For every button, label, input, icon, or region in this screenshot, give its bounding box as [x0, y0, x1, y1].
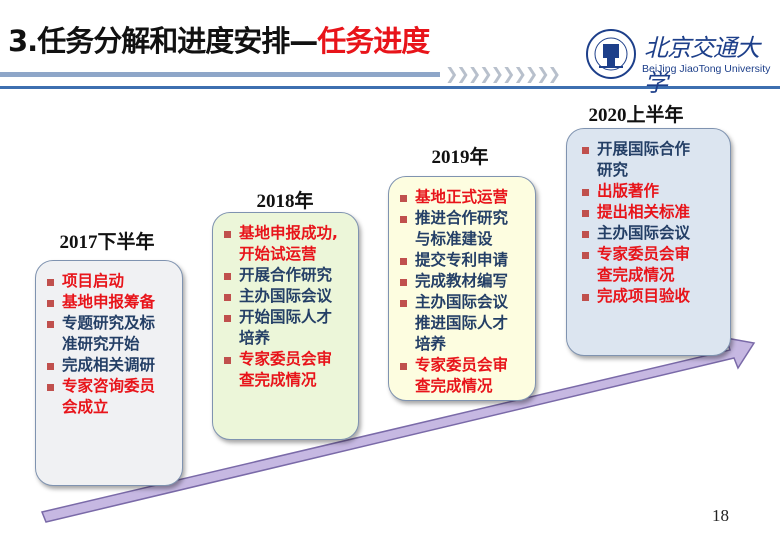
bullet-square-icon: [42, 271, 62, 292]
bullet-square-icon: [395, 271, 415, 292]
item-text: 开展国际合作 研究: [597, 140, 691, 179]
list-item: 主办国际会议: [395, 292, 529, 313]
list-item: 基地申报成功, 开始试运营: [219, 223, 352, 265]
item-text: 专家委员会审 查完成情况: [239, 350, 333, 389]
item-text: 提出相关标准: [597, 203, 691, 221]
list-item: 基地申报筹备: [42, 292, 176, 313]
university-seal-icon: [586, 29, 636, 79]
bullet-square-icon: [395, 313, 415, 355]
stage-box: 开展国际合作 研究出版著作提出相关标准主办国际会议专家委员会审 查完成情况完成项…: [566, 128, 731, 356]
stage-box: 基地申报成功, 开始试运营开展合作研究主办国际会议开始国际人才 培养专家委员会审…: [212, 212, 359, 440]
bullet-square-icon: [395, 208, 415, 250]
bullet-square-icon: [42, 355, 62, 376]
bullet-square-icon: [395, 355, 415, 397]
chevrons-decoration: ❯❯❯❯❯❯❯❯❯❯: [445, 64, 561, 83]
stage-year: 2019年: [431, 147, 489, 168]
stage-year: 2020上半年: [588, 105, 684, 126]
item-text: 专题研究及标 准研究开始: [62, 314, 156, 353]
list-item: 完成项目验收: [577, 286, 724, 307]
stage-year: 2018年: [256, 191, 314, 212]
bullet-square-icon: [42, 376, 62, 418]
list-item: 推进合作研究 与标准建设: [395, 208, 529, 250]
stage-year: 2017下半年: [59, 232, 155, 253]
bullet-square-icon: [42, 313, 62, 355]
item-text: 完成教材编写: [415, 272, 509, 290]
list-item: 开展国际合作 研究: [577, 139, 724, 181]
item-text: 主办国际会议: [597, 224, 691, 242]
item-text: 推进合作研究 与标准建设: [415, 209, 509, 248]
stage-box: 项目启动基地申报筹备专题研究及标 准研究开始完成相关调研专家咨询委员 会成立: [35, 260, 183, 486]
item-text: 完成项目验收: [597, 287, 691, 305]
item-text: 基地正式运营: [415, 188, 509, 206]
list-item: 推进国际人才 培养: [395, 313, 529, 355]
item-text: 提交专利申请: [415, 251, 509, 269]
item-text: 基地申报成功, 开始试运营: [239, 224, 338, 263]
page-number: 18: [712, 506, 729, 525]
list-item: 完成相关调研: [42, 355, 176, 376]
item-text: 基地申报筹备: [62, 293, 156, 311]
list-item: 主办国际会议: [577, 223, 724, 244]
bullet-square-icon: [577, 181, 597, 202]
list-item: 开展合作研究: [219, 265, 352, 286]
bullet-square-icon: [395, 250, 415, 271]
title-highlight: 任务进度: [317, 24, 430, 58]
university-name-en: BeiJing JiaoTong University: [642, 63, 771, 75]
university-name-cn: 北京交通大学: [644, 34, 760, 97]
item-text: 开始国际人才 培养: [239, 308, 333, 347]
bullet-square-icon: [577, 202, 597, 223]
list-item: 完成教材编写: [395, 271, 529, 292]
bullet-square-icon: [577, 244, 597, 286]
list-item: 出版著作: [577, 181, 724, 202]
item-text: 专家委员会审 查完成情况: [415, 356, 509, 395]
item-text: 开展合作研究: [239, 266, 333, 284]
list-item: 专家委员会审 查完成情况: [577, 244, 724, 286]
bullet-square-icon: [395, 292, 415, 313]
header-rule: [0, 86, 780, 89]
item-text: 主办国际会议: [239, 287, 333, 305]
list-item: 开始国际人才 培养: [219, 307, 352, 349]
list-item: 专题研究及标 准研究开始: [42, 313, 176, 355]
list-item: 基地正式运营: [395, 187, 529, 208]
list-item: 专家咨询委员 会成立: [42, 376, 176, 418]
bullet-square-icon: [219, 307, 239, 349]
bullet-square-icon: [577, 139, 597, 181]
title-main: 3.任务分解和进度安排—: [8, 24, 318, 58]
bullet-square-icon: [219, 265, 239, 286]
slide-title: 3.任务分解和进度安排—任务进度: [8, 18, 430, 60]
bullet-square-icon: [395, 187, 415, 208]
item-text: 项目启动: [62, 272, 125, 290]
bullet-square-icon: [577, 286, 597, 307]
item-text: 推进国际人才 培养: [415, 314, 509, 353]
stage-box: 基地正式运营推进合作研究 与标准建设提交专利申请完成教材编写主办国际会议推进国际…: [388, 176, 536, 401]
bullet-square-icon: [219, 286, 239, 307]
list-item: 提交专利申请: [395, 250, 529, 271]
header-divider: [0, 72, 440, 77]
item-text: 主办国际会议: [415, 293, 509, 311]
list-item: 项目启动: [42, 271, 176, 292]
bullet-square-icon: [219, 223, 239, 265]
list-item: 提出相关标准: [577, 202, 724, 223]
bullet-square-icon: [219, 349, 239, 391]
item-text: 专家咨询委员 会成立: [62, 377, 156, 416]
bullet-square-icon: [42, 292, 62, 313]
item-text: 专家委员会审 查完成情况: [597, 245, 691, 284]
item-text: 出版著作: [597, 182, 660, 200]
bullet-square-icon: [577, 223, 597, 244]
list-item: 主办国际会议: [219, 286, 352, 307]
list-item: 专家委员会审 查完成情况: [395, 355, 529, 397]
item-text: 完成相关调研: [62, 356, 156, 374]
list-item: 专家委员会审 查完成情况: [219, 349, 352, 391]
